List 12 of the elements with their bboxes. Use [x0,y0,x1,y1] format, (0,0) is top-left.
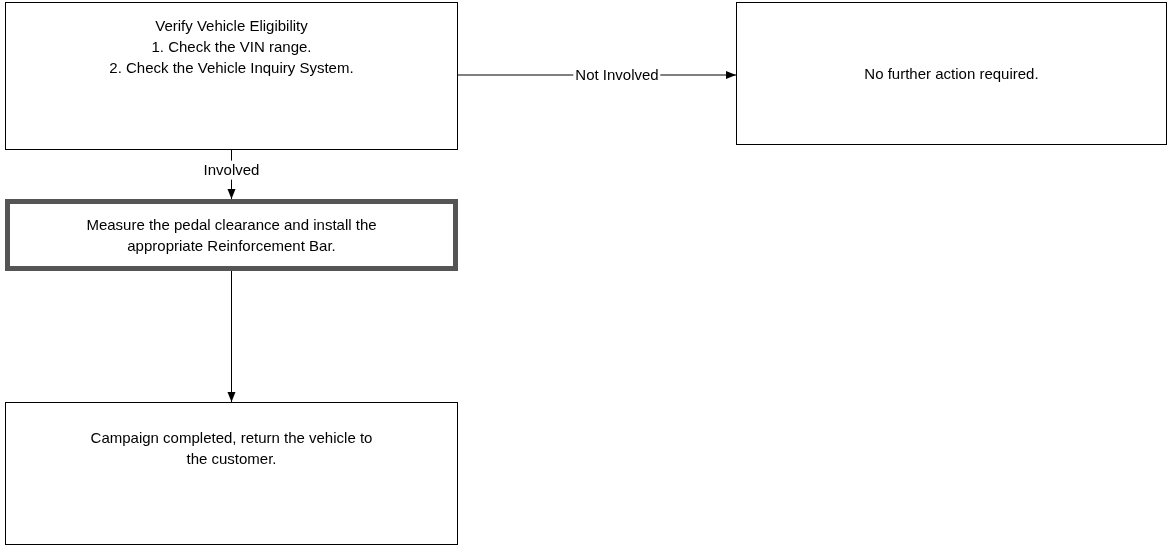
box-text: 2. Check the Vehicle Inquiry System. [109,58,354,78]
box-text: No further action required. [864,64,1039,84]
process-box [5,199,458,271]
process-box [736,2,1167,145]
process-box [5,402,458,545]
arrow [227,270,236,403]
box-text: 1. Check the VIN range. [151,37,312,57]
edge-label: Involved [201,160,262,180]
box-text: Verify Vehicle Eligibility [155,16,308,36]
process-box [5,2,458,150]
box-text: Campaign completed, return the vehicle to the customer. [89,428,374,469]
box-text: Measure the pedal clearance and install the appropriate Reinforcement Bar. [85,215,378,256]
